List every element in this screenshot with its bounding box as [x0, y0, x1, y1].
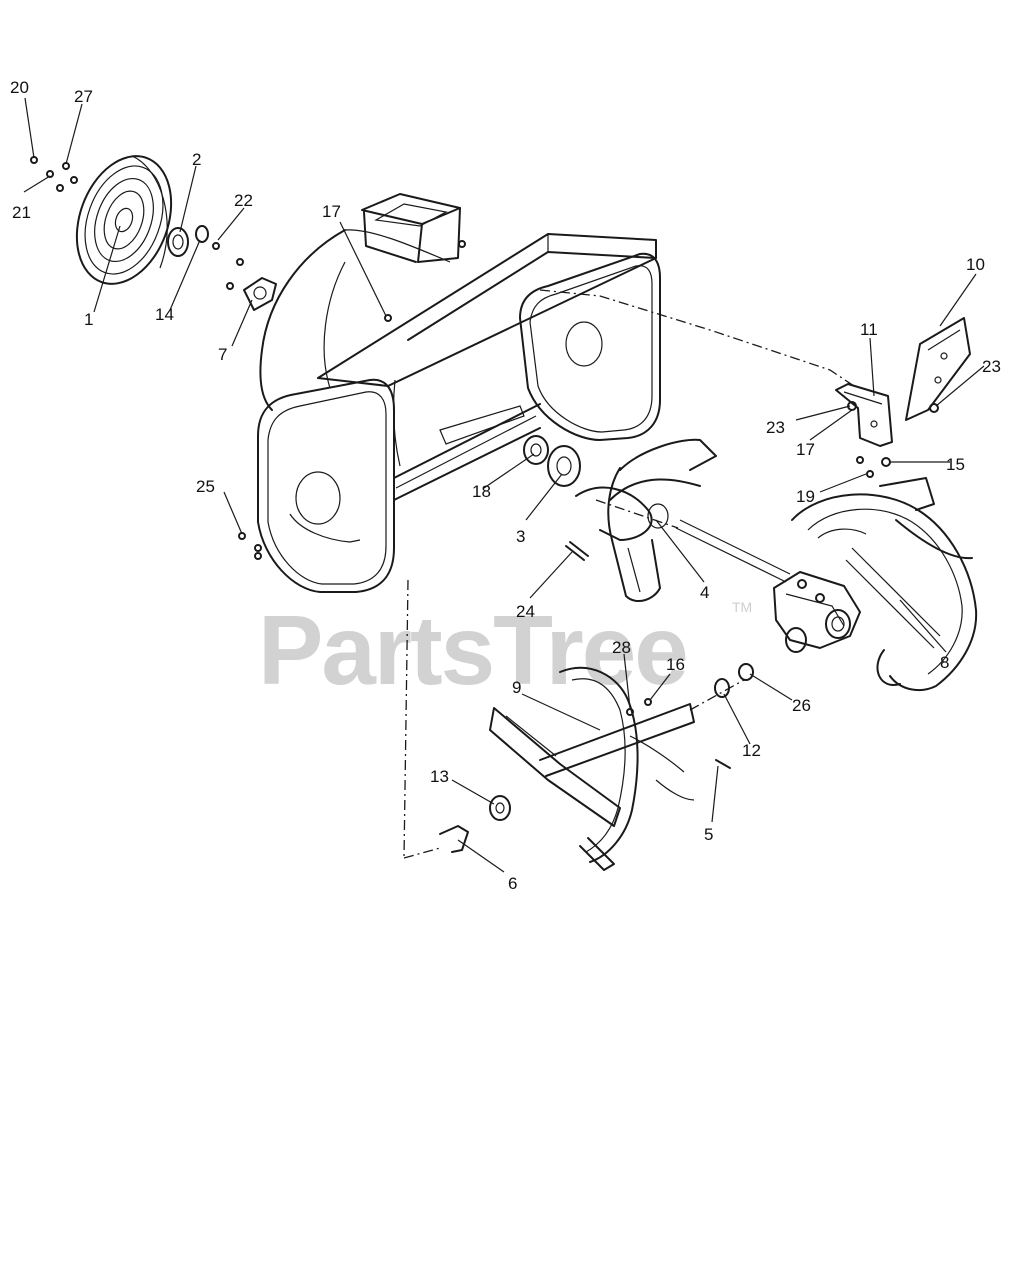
callout-1: 1: [84, 310, 93, 329]
callout-6: 6: [508, 874, 517, 893]
leader-lines: [23, 97, 985, 873]
auger-housing[interactable]: [257, 193, 661, 593]
mounting-bracket-11[interactable]: [835, 383, 893, 447]
callout-27: 27: [74, 87, 93, 106]
callout-23-left: 23: [766, 418, 785, 437]
callout-12: 12: [742, 741, 761, 760]
spring-pin-24[interactable]: [565, 541, 589, 561]
callout-17-top: 17: [322, 202, 341, 221]
drive-shaft[interactable]: [675, 519, 791, 583]
callout-13: 13: [430, 767, 449, 786]
pulley[interactable]: [60, 143, 188, 297]
callout-15: 15: [946, 455, 965, 474]
callout-23-right: 23: [982, 357, 1001, 376]
watermark-trademark: TM: [732, 599, 752, 615]
pulley-hub[interactable]: [167, 227, 189, 257]
bearing-flange-3[interactable]: [547, 445, 581, 487]
washer-14[interactable]: [195, 225, 209, 243]
callout-19: 19: [796, 487, 815, 506]
watermark-text: PartsTree: [258, 595, 687, 705]
callout-8: 8: [940, 653, 949, 672]
callout-16: 16: [666, 655, 685, 674]
callout-10: 10: [966, 255, 985, 274]
callout-14: 14: [155, 305, 174, 324]
bearing-18[interactable]: [523, 435, 549, 465]
bearing-flange-7[interactable]: [243, 277, 277, 311]
pulley-hardware[interactable]: [30, 156, 244, 290]
callout-labels: 20 27 21 2 1 14 22 7 17 10 11 23 23 17 1…: [10, 78, 1001, 893]
callout-11: 11: [860, 320, 878, 339]
callout-7: 7: [218, 345, 227, 364]
callout-17-right: 17: [796, 440, 815, 459]
callout-3: 3: [516, 527, 525, 546]
gearbox[interactable]: [773, 571, 861, 653]
mounting-bracket-10[interactable]: [905, 317, 971, 421]
callout-25: 25: [196, 477, 215, 496]
callout-26: 26: [792, 696, 811, 715]
alignment-lines: [403, 289, 855, 859]
auger-hardware[interactable]: [238, 240, 754, 853]
callout-2: 2: [192, 150, 201, 169]
callout-9: 9: [512, 678, 521, 697]
callout-28: 28: [612, 638, 631, 657]
callout-4: 4: [700, 583, 709, 602]
callout-22: 22: [234, 191, 253, 210]
callout-18: 18: [472, 482, 491, 501]
callout-21: 21: [12, 203, 31, 222]
callout-24: 24: [516, 602, 535, 621]
impeller[interactable]: [575, 438, 717, 603]
auger-left[interactable]: [489, 667, 695, 871]
auger-right[interactable]: [791, 477, 978, 692]
callout-20: 20: [10, 78, 29, 97]
callout-5: 5: [704, 825, 713, 844]
